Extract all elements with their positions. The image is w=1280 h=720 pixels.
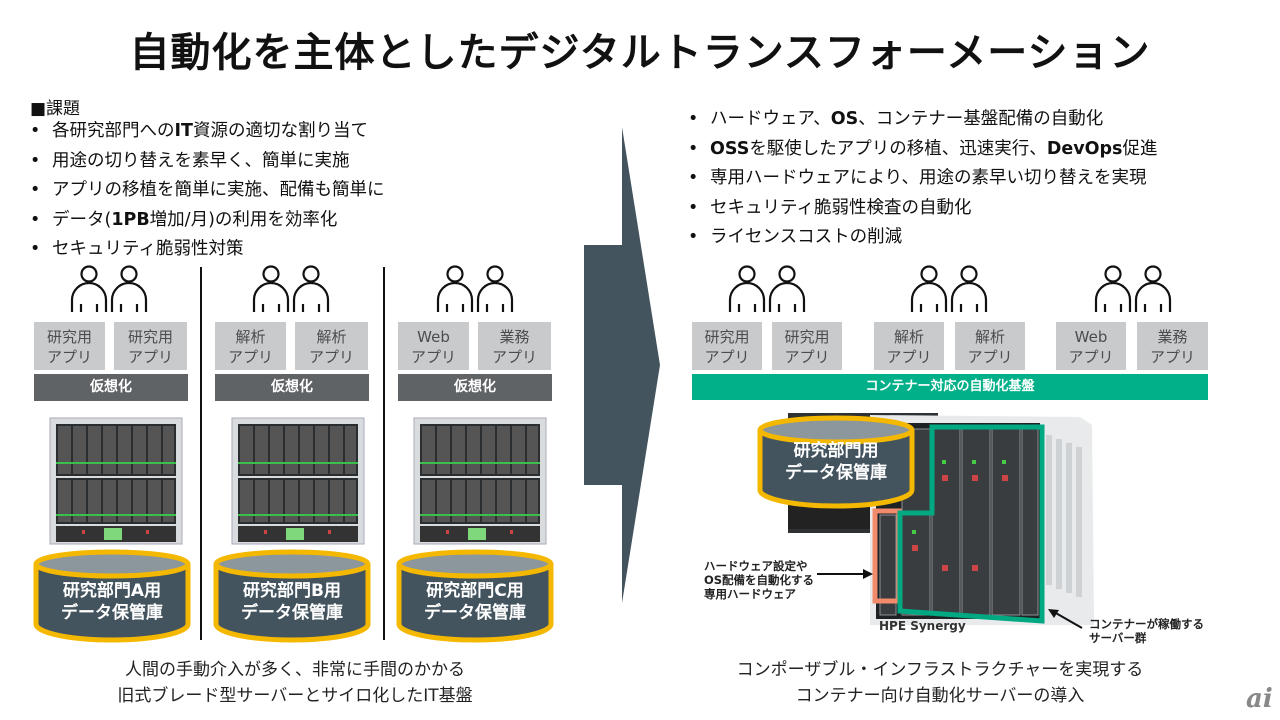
servers-callout: コンテナーが稼働するサーバー群 [1089, 617, 1204, 645]
storage-label: 研究部門C用データ保管庫 [424, 581, 526, 623]
slide-title: 自動化を主体としたデジタルトランスフォーメーション [129, 30, 1151, 76]
solution-item: OSSを駆使したアプリの移植、迅速実行、DevOps促進 [688, 135, 1157, 165]
app-box: 業務アプリ [478, 322, 551, 370]
solutions-list: ハードウェア、OS、コンテナー基盤配備の自動化 OSSを駆使したアプリの移植、迅… [688, 105, 1157, 253]
users-icon [70, 264, 150, 314]
app-box: 解析アプリ [874, 322, 944, 370]
app-box: 研究用アプリ [692, 322, 762, 370]
virtualization-bar: 仮想化 [215, 374, 369, 401]
app-box: 解析アプリ [215, 322, 286, 370]
modern-caption: コンポーザブル・インフラストラクチャーを実現するコンテナー向け自動化サーバーの導… [736, 660, 1144, 706]
app-box: 研究用アプリ [34, 322, 105, 370]
hpe-synergy-image [788, 413, 1094, 625]
solution-item: 専用ハードウェアにより、用途の素早い切り替えを実現 [688, 164, 1157, 194]
virtualization-bar: 仮想化 [34, 374, 188, 401]
issue-item: データ(1PB増加/月)の利用を効率化 [30, 206, 385, 236]
blade-server-image [46, 416, 186, 546]
issues-heading: ■課題 [30, 99, 81, 119]
site-logo: ai [1246, 684, 1273, 714]
app-box: 研究用アプリ [114, 322, 187, 370]
solution-item: セキュリティ脆弱性検査の自動化 [688, 194, 1157, 224]
solution-item: ハードウェア、OS、コンテナー基盤配備の自動化 [688, 105, 1157, 135]
app-box: 解析アプリ [295, 322, 368, 370]
group-divider [200, 267, 202, 640]
users-icon [252, 264, 332, 314]
transition-arrow-icon [584, 127, 660, 603]
app-box: 業務アプリ [1137, 322, 1208, 370]
storage-label: 研究部門B用データ保管庫 [241, 581, 343, 623]
container-platform-bar: コンテナー対応の自動化基盤 [692, 374, 1208, 400]
solution-item: ライセンスコストの削減 [688, 223, 1157, 253]
callout-arrow-icon [817, 569, 873, 579]
product-label: HPE Synergy [879, 619, 966, 633]
callout-arrow-icon [1048, 609, 1083, 629]
users-icon [910, 264, 990, 314]
blade-server-image [410, 416, 550, 546]
app-box: 研究用アプリ [772, 322, 842, 370]
legacy-caption: 人間の手動介入が多く、非常に手間のかかる旧式ブレード型サーバーとサイロ化したIT… [117, 660, 473, 706]
storage-label: 研究部門A用データ保管庫 [61, 581, 163, 623]
virtualization-bar: 仮想化 [398, 374, 552, 401]
app-box: 解析アプリ [955, 322, 1025, 370]
issues-list: 各研究部門へのIT資源の適切な割り当て 用途の切り替えを素早く、簡単に実施 アプ… [30, 117, 385, 265]
users-icon [1094, 264, 1174, 314]
users-icon [436, 264, 516, 314]
issue-item: 各研究部門へのIT資源の適切な割り当て [30, 117, 385, 147]
issue-item: 用途の切り替えを素早く、簡単に実施 [30, 147, 385, 177]
group-divider [383, 267, 385, 640]
users-icon [728, 264, 808, 314]
blade-server-image [228, 416, 368, 546]
issue-item: セキュリティ脆弱性対策 [30, 235, 385, 265]
storage-label: 研究部門用データ保管庫 [785, 441, 887, 483]
issue-item: アプリの移植を簡単に実施、配備も簡単に [30, 176, 385, 206]
